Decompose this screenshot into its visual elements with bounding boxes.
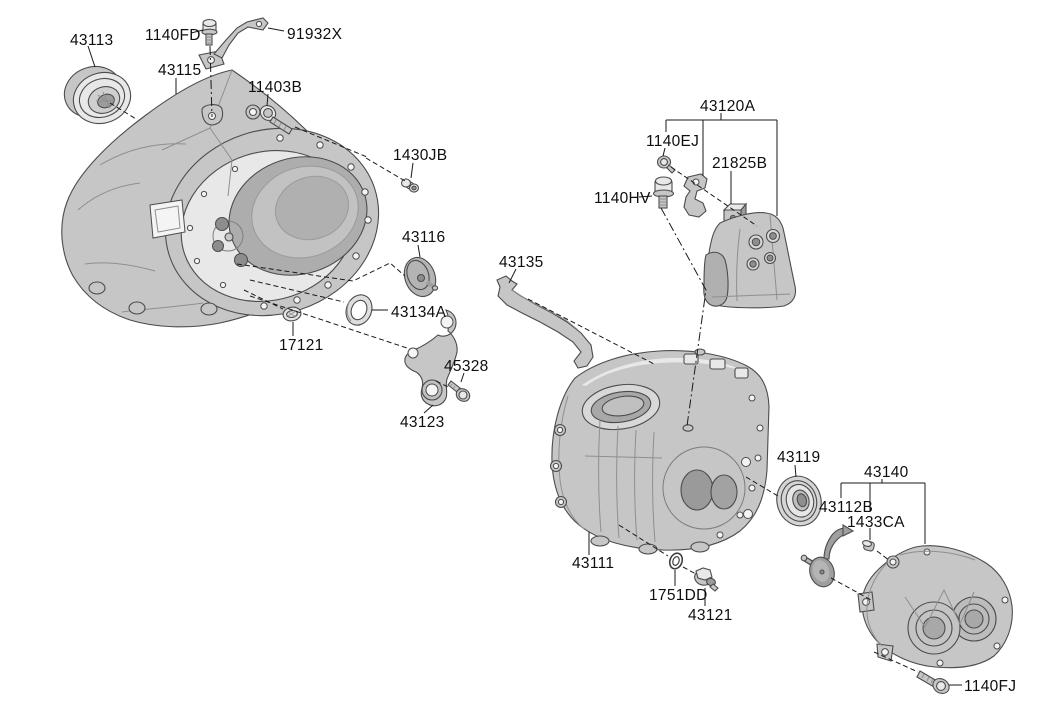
leader-lines — [87, 27, 962, 686]
label-43121: 43121 — [688, 607, 733, 624]
bolt-45328 — [447, 380, 471, 402]
label-43135: 43135 — [499, 254, 544, 271]
label-21825B: 21825B — [712, 155, 767, 172]
bracket-43135 — [496, 275, 594, 369]
label-43119: 43119 — [777, 449, 820, 466]
label-91932X: 91932X — [287, 26, 343, 43]
bolt-1140FJ — [916, 670, 950, 695]
label-1433CA: 1433CA — [847, 514, 905, 531]
clip-17121 — [282, 306, 302, 322]
washer-1751DD — [668, 552, 684, 570]
label-43112B: 43112B — [819, 499, 873, 516]
stamped-bracket-43120A — [683, 173, 708, 218]
label-43120A: 43120A — [700, 98, 756, 115]
label-1140FJ: 1140FJ — [964, 678, 1016, 695]
bracket-line-43120A — [665, 113, 778, 216]
label-1140HV: 1140HV — [594, 190, 651, 207]
seal-43134A — [345, 294, 373, 326]
label-43111: 43111 — [572, 555, 614, 572]
bolt-11403B — [259, 105, 293, 135]
transaxle-case-43111 — [549, 348, 770, 555]
labels: 43113 1140FD 91932X 43115 11403B 1430JB … — [70, 26, 1016, 695]
label-1140EJ: 1140EJ — [646, 133, 699, 150]
bolt-1140FD — [201, 18, 218, 46]
label-43140: 43140 — [864, 464, 909, 481]
mount-bracket-43120A — [703, 212, 797, 309]
label-43113: 43113 — [70, 32, 113, 49]
bolt-1140HV — [652, 176, 675, 209]
label-43116: 43116 — [402, 229, 445, 246]
bracket-line-43140 — [840, 479, 926, 544]
label-1751DD: 1751DD — [649, 587, 708, 604]
lever-43112B — [800, 524, 855, 588]
label-1430JB: 1430JB — [393, 147, 447, 164]
disc-43116 — [403, 256, 439, 298]
lever-43123 — [404, 309, 458, 407]
clutch-housing-43115 — [61, 69, 380, 328]
oil-seal-43119 — [776, 475, 822, 527]
bracket-91932X — [198, 17, 269, 70]
label-1140FD: 1140FD — [145, 27, 201, 44]
plug-43121 — [694, 567, 719, 592]
label-45328: 45328 — [444, 358, 489, 375]
pin-1433CA — [862, 540, 875, 552]
label-43134A: 43134A — [391, 304, 447, 321]
bearing-43113 — [63, 65, 132, 125]
label-11403B: 11403B — [248, 79, 302, 96]
bolt-head-1140EJ — [656, 155, 676, 174]
rear-cover-43140 — [857, 545, 1013, 669]
label-17121: 17121 — [279, 337, 324, 354]
housing-window — [149, 199, 186, 239]
label-43115: 43115 — [158, 62, 201, 79]
bushing-1430JB — [400, 178, 420, 193]
label-43123: 43123 — [400, 414, 445, 431]
